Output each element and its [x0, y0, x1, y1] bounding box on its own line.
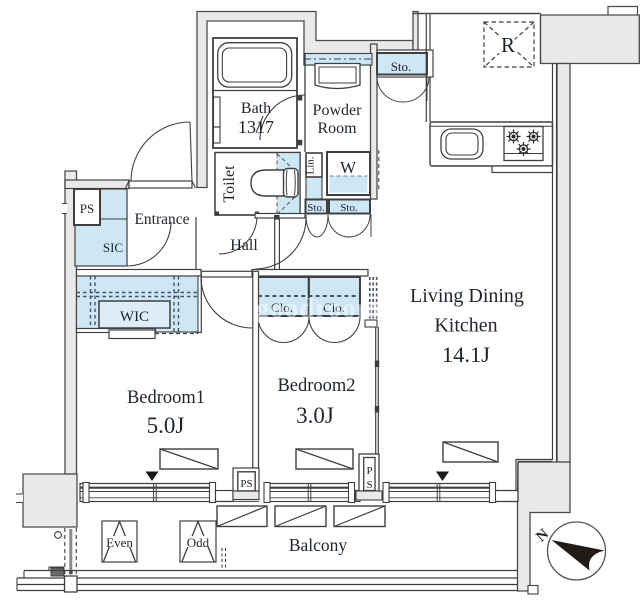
- svg-text:Even: Even: [106, 535, 133, 550]
- svg-text:Lin.: Lin.: [305, 156, 317, 174]
- svg-text:Clo.: Clo.: [323, 300, 345, 315]
- svg-text:14.1J: 14.1J: [442, 342, 490, 367]
- svg-text:Sto.: Sto.: [340, 202, 358, 214]
- svg-text:Bedroom2: Bedroom2: [277, 376, 355, 396]
- svg-text:Hall: Hall: [230, 237, 258, 254]
- svg-text:Bedroom1: Bedroom1: [127, 388, 205, 408]
- svg-text:Toilet: Toilet: [221, 165, 238, 203]
- svg-text:Balcony: Balcony: [289, 535, 348, 555]
- svg-text:SIC: SIC: [103, 240, 123, 255]
- svg-text:Kitchen: Kitchen: [434, 315, 497, 337]
- svg-text:goodroom: goodroom: [256, 293, 381, 323]
- svg-text:PS: PS: [80, 201, 94, 216]
- svg-text:WIC: WIC: [120, 309, 149, 325]
- svg-text:R: R: [501, 33, 515, 57]
- svg-text:Sto.: Sto.: [391, 59, 412, 74]
- svg-text:P: P: [366, 465, 372, 477]
- svg-text:5.0J: 5.0J: [147, 413, 185, 438]
- svg-text:S: S: [366, 479, 372, 491]
- svg-text:Clo.: Clo.: [271, 300, 293, 315]
- svg-text:PS: PS: [240, 478, 252, 490]
- svg-text:Living Dining: Living Dining: [410, 285, 524, 307]
- svg-text:Room: Room: [317, 120, 357, 137]
- svg-text:Powder: Powder: [313, 102, 363, 119]
- svg-text:Entrance: Entrance: [134, 211, 189, 228]
- svg-text:W: W: [340, 158, 357, 177]
- svg-text:Bath: Bath: [241, 100, 271, 117]
- svg-text:1317: 1317: [238, 117, 274, 137]
- svg-text:3.0J: 3.0J: [296, 403, 334, 428]
- svg-text:Sto.: Sto.: [307, 202, 325, 214]
- svg-text:Odd: Odd: [187, 535, 210, 550]
